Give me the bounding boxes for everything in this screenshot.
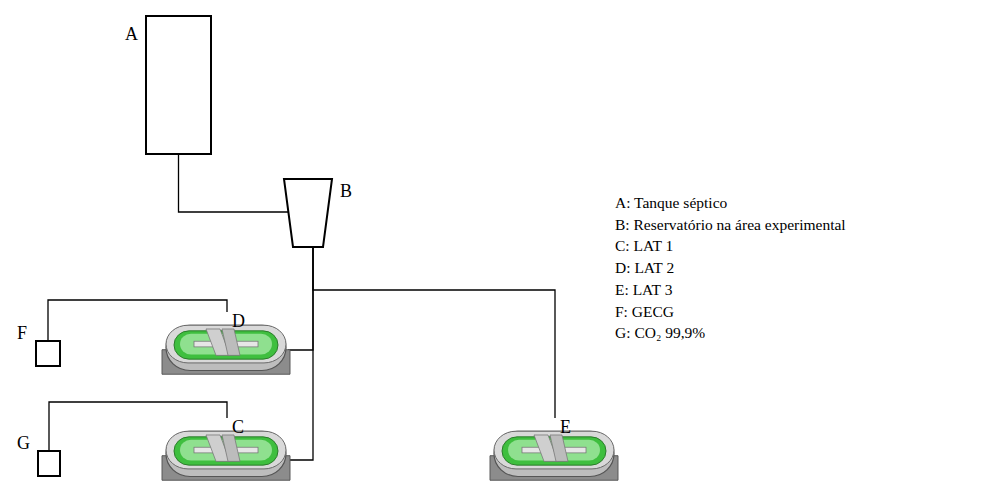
pipe-line (313, 247, 555, 418)
reservoir: B (283, 178, 333, 248)
lagoon-illustration (160, 418, 292, 484)
lagoon-illustration (488, 418, 620, 484)
node-letter: E (560, 418, 571, 436)
legend-text: A: Tanque séptico (615, 194, 727, 212)
pipe-line (179, 155, 289, 212)
gas-source: F (35, 340, 61, 367)
legend-text: E: LAT 3 (615, 281, 672, 299)
gas-box (37, 450, 61, 477)
node-letter: F (17, 324, 27, 342)
septic-tank (145, 15, 212, 155)
gas-box (35, 340, 61, 367)
legend-text: D: LAT 2 (615, 259, 674, 277)
node-letter: B (340, 182, 352, 200)
gas-source: G (37, 450, 61, 477)
lagoon-illustration (160, 312, 292, 378)
pipe-line (288, 247, 313, 350)
node-letter: C (232, 418, 244, 436)
node-letter: G (17, 434, 30, 452)
lagoon: C (160, 418, 292, 484)
lagoon: E (488, 418, 620, 484)
legend-text: B: Reservatório na área experimental (615, 216, 846, 234)
node-letter: D (232, 312, 245, 330)
reservoir-trapezoid (283, 178, 333, 248)
legend-text: G: CO₂ 99,9% (615, 324, 705, 342)
legend-text: C: LAT 1 (615, 237, 673, 255)
pipe-line (288, 247, 313, 460)
node-letter: A (125, 25, 138, 43)
legend-text: F: GECG (615, 303, 674, 321)
tank-box: A (145, 15, 212, 155)
lagoon: D (160, 312, 292, 378)
